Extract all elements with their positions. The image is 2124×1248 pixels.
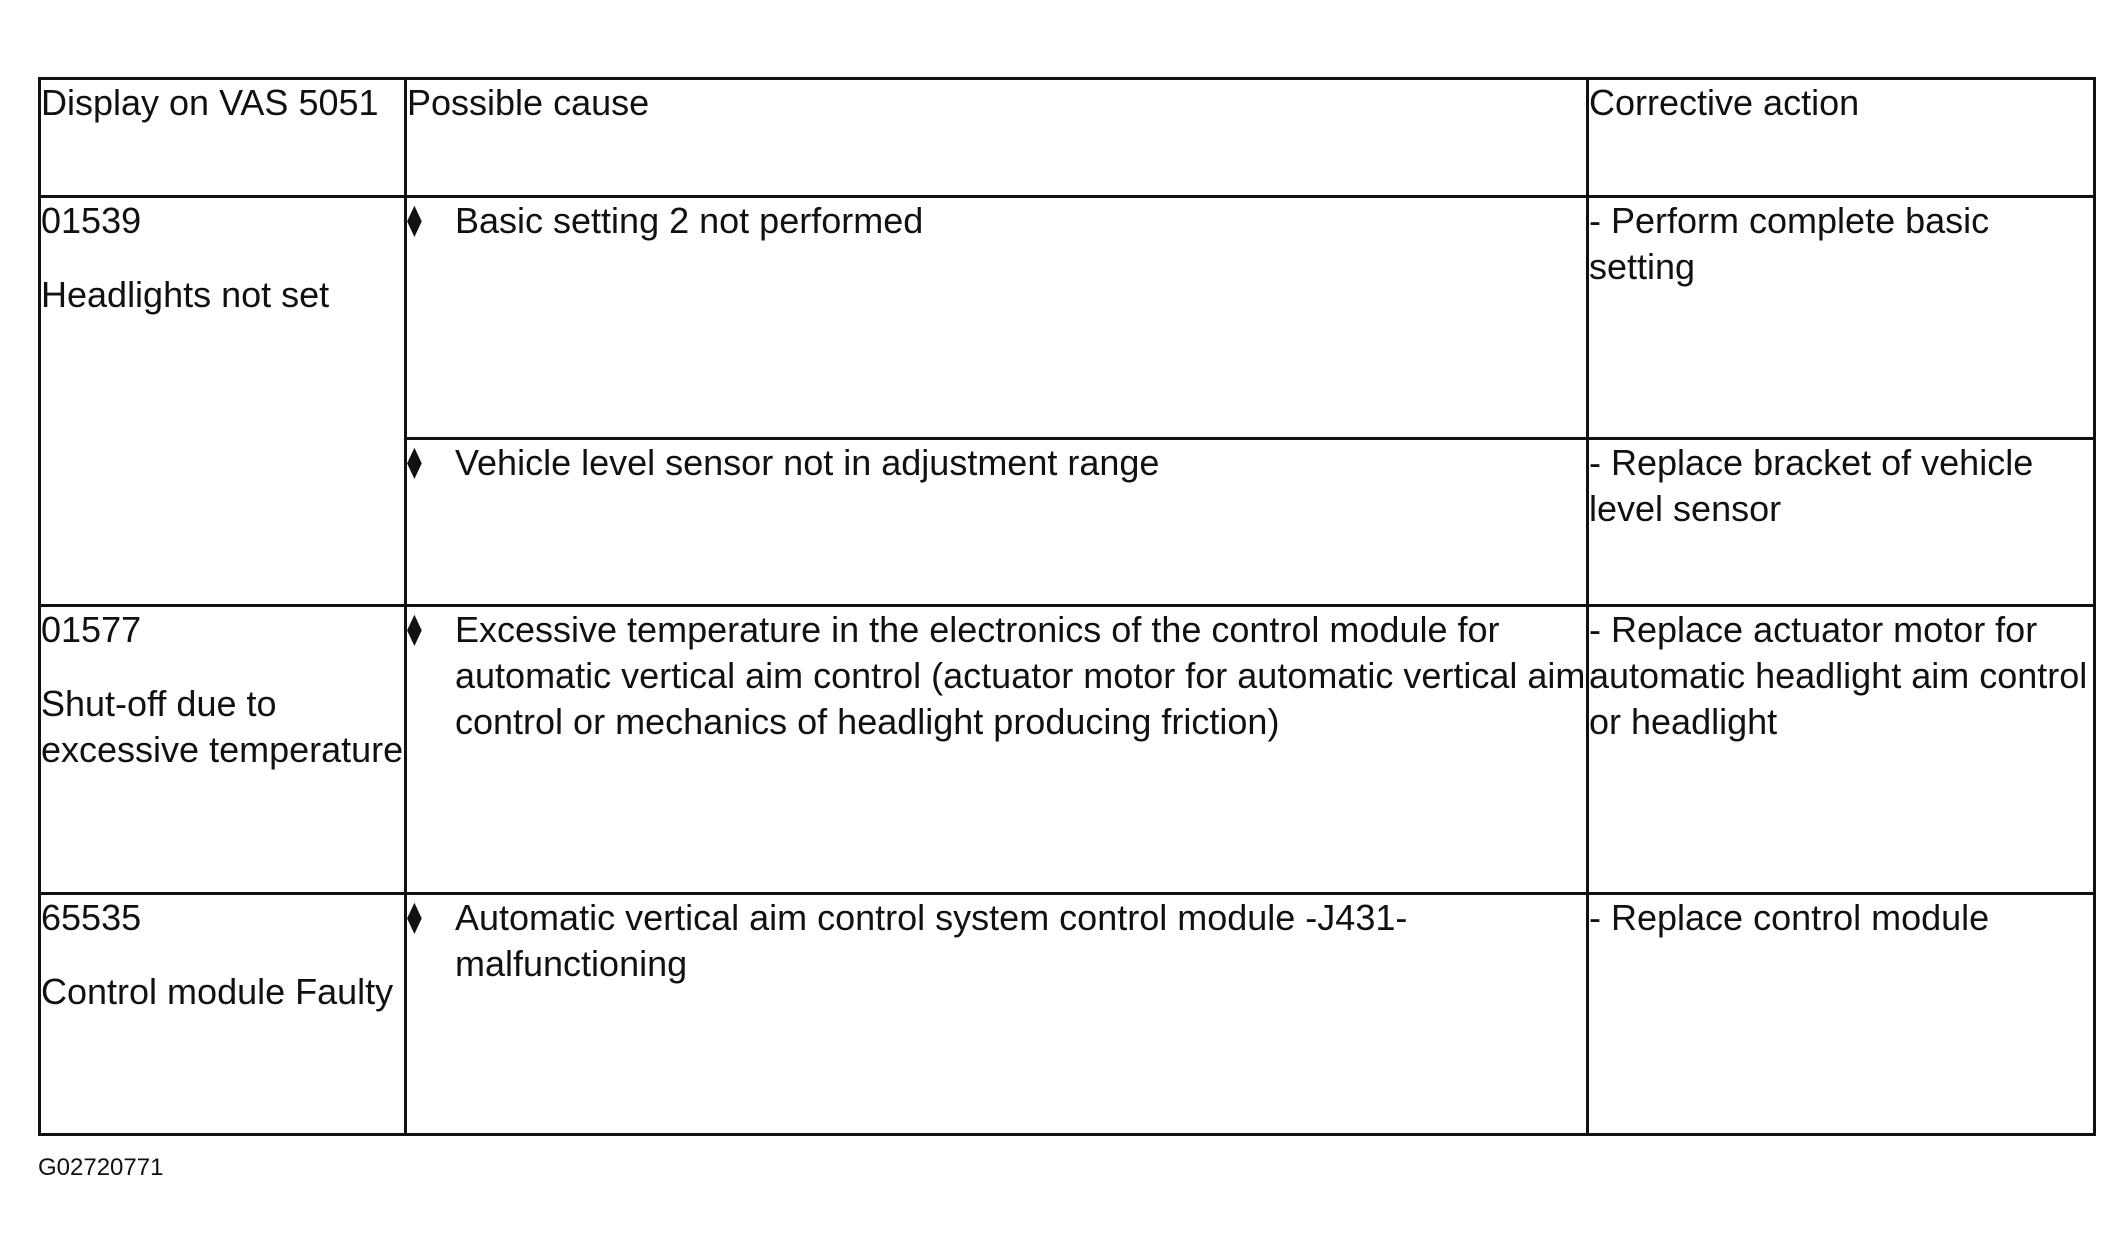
diamond-bullet-icon: ⧫	[407, 204, 422, 237]
action-cell: - Perform complete basic setting	[1586, 195, 2096, 440]
header-display: Display on VAS 5051	[38, 77, 407, 198]
header-cause: Possible cause	[404, 77, 1589, 198]
fault-description: Headlights not set	[41, 274, 330, 315]
action-cell: - Replace control module	[1586, 892, 2096, 1136]
table-row: 01539 Headlights not set ⧫ Basic setting…	[38, 195, 2096, 607]
diamond-bullet-icon: ⧫	[407, 613, 422, 646]
fault-description: Shut-off due to excessive temperature	[41, 683, 404, 770]
diamond-bullet-icon: ⧫	[407, 901, 422, 934]
cause-cell: ⧫ Automatic vertical aim control system …	[404, 892, 1589, 1136]
fault-description: Control module Faulty	[41, 971, 394, 1012]
display-cell-65535: 65535 Control module Faulty	[38, 892, 407, 1136]
display-cell-01539: 01539 Headlights not set	[38, 195, 407, 607]
action-cell: - Replace actuator motor for automatic h…	[1586, 604, 2096, 895]
cause-cell: ⧫ Excessive temperature in the electroni…	[404, 604, 1589, 895]
cause-text: Automatic vertical aim control system co…	[455, 897, 1408, 984]
table-header-row: Display on VAS 5051 Possible cause Corre…	[38, 77, 2096, 198]
display-cell-01577: 01577 Shut-off due to excessive temperat…	[38, 604, 407, 895]
cause-cell: ⧫ Basic setting 2 not performed	[404, 195, 1589, 440]
table-row: 65535 Control module Faulty ⧫ Automatic …	[38, 892, 2096, 1136]
table-row: 01577 Shut-off due to excessive temperat…	[38, 604, 2096, 895]
fault-table: Display on VAS 5051 Possible cause Corre…	[38, 77, 2096, 1136]
action-cell: - Replace bracket of vehicle level senso…	[1586, 437, 2096, 607]
fault-code: 65535	[41, 897, 142, 938]
fault-table-container: Display on VAS 5051 Possible cause Corre…	[38, 77, 2096, 1136]
header-action: Corrective action	[1586, 77, 2096, 198]
figure-code: G02720771	[38, 1154, 164, 1181]
cause-text: Vehicle level sensor not in adjustment r…	[455, 442, 1160, 483]
fault-code: 01539	[41, 200, 142, 241]
diamond-bullet-icon: ⧫	[407, 446, 422, 479]
table-row: ⧫ Vehicle level sensor not in adjustment…	[40, 437, 2096, 607]
cause-text: Basic setting 2 not performed	[455, 200, 924, 241]
fault-code: 01577	[41, 609, 142, 650]
cause-cell: ⧫ Vehicle level sensor not in adjustment…	[404, 437, 1589, 607]
cause-text: Excessive temperature in the electronics…	[455, 609, 1586, 742]
